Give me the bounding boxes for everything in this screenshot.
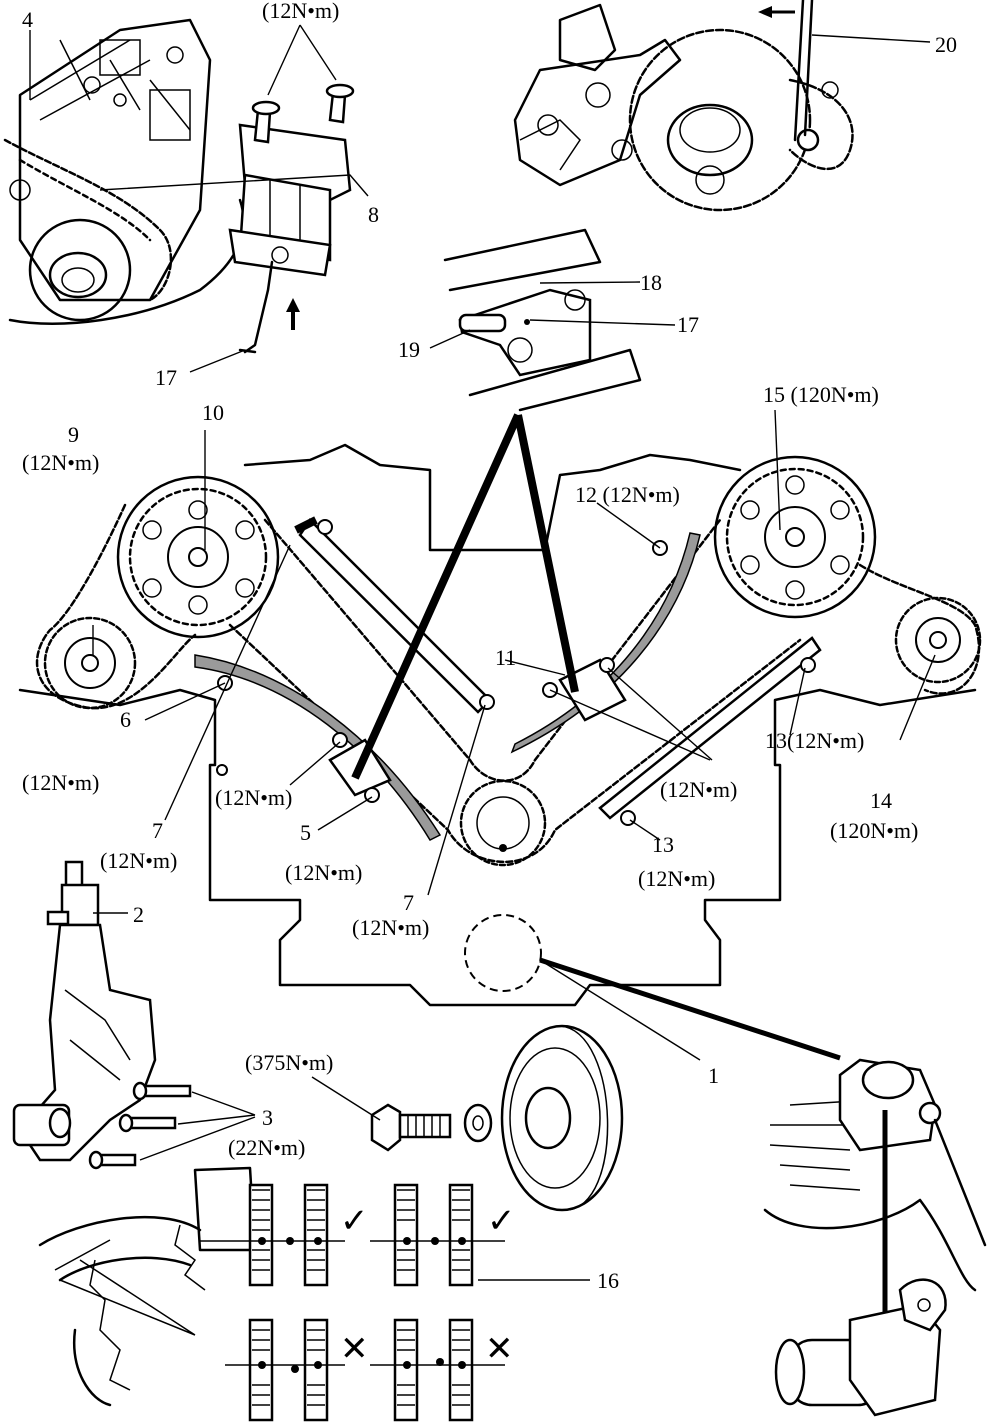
engine-front-timing-drive xyxy=(18,409,982,1061)
label-2: 2 xyxy=(133,902,144,927)
correct-alignment-a xyxy=(200,1183,345,1287)
label-8-torque: (12N•m) xyxy=(262,0,339,23)
label-6: 6 xyxy=(120,707,131,732)
label-9-torque: (12N•m) xyxy=(22,450,99,475)
chain-retain-tool-detail xyxy=(513,0,931,212)
label-12: 12 (12N•m) xyxy=(575,482,680,507)
timing-mark-alignment xyxy=(38,1166,590,1422)
label-16: 16 xyxy=(597,1268,619,1293)
label-10: 10 xyxy=(202,400,224,425)
label-13-upper: 13(12N•m) xyxy=(765,728,864,753)
crank-key-detail xyxy=(763,1058,987,1417)
label-6-torque: (12N•m) xyxy=(22,770,99,795)
label-3-torque: (22N•m) xyxy=(228,1135,305,1160)
cross-mark-a: ✕ xyxy=(340,1331,369,1368)
cross-mark-b: ✕ xyxy=(485,1331,514,1368)
wrong-alignment-b xyxy=(370,1318,505,1422)
label-20: 20 xyxy=(935,32,957,57)
label-5-torque-upper: (12N•m) xyxy=(215,785,292,810)
label-4: 4 xyxy=(22,7,33,32)
label-15: 15 (120N•m) xyxy=(763,382,879,407)
label-7-left-torque: (12N•m) xyxy=(100,848,177,873)
label-7-mid: 7 xyxy=(403,890,414,915)
label-13-lower: 13 xyxy=(652,832,674,857)
label-7-mid-torque: (12N•m) xyxy=(352,915,429,940)
label-5-torque: (12N•m) xyxy=(285,860,362,885)
label-18: 18 xyxy=(640,270,662,295)
tensioner-install-detail xyxy=(3,18,369,373)
label-17-top: 17 xyxy=(155,365,177,390)
label-7-left: 7 xyxy=(152,818,163,843)
wrong-alignment-a xyxy=(225,1318,345,1422)
correct-alignment-b xyxy=(370,1183,505,1287)
label-11: 11 xyxy=(495,645,516,670)
check-marks: ✓ ✓ ✕ ✕ xyxy=(340,1203,516,1368)
label-14-torque: (120N•m) xyxy=(830,818,918,843)
part-labels: (12N•m) 4 8 17 20 18 17 19 10 9 (12N•m) … xyxy=(22,0,957,1293)
label-5: 5 xyxy=(300,820,311,845)
label-17-mid: 17 xyxy=(677,312,699,337)
label-9: 9 xyxy=(68,422,79,447)
label-3: 3 xyxy=(262,1105,273,1130)
label-1: 1 xyxy=(708,1063,719,1088)
tensioner-lock-detail xyxy=(429,228,676,412)
label-14: 14 xyxy=(870,788,892,813)
check-mark-a: ✓ xyxy=(340,1203,369,1240)
crank-pulley-detail xyxy=(311,1024,624,1212)
label-pulley-torque: (375N•m) xyxy=(245,1050,333,1075)
label-13-lower-torque: (12N•m) xyxy=(638,866,715,891)
label-8: 8 xyxy=(368,202,379,227)
check-mark-b: ✓ xyxy=(487,1203,516,1240)
label-19: 19 xyxy=(398,337,420,362)
tensioner-bolt-detail xyxy=(12,860,256,1170)
label-11-torque: (12N•m) xyxy=(660,777,737,802)
